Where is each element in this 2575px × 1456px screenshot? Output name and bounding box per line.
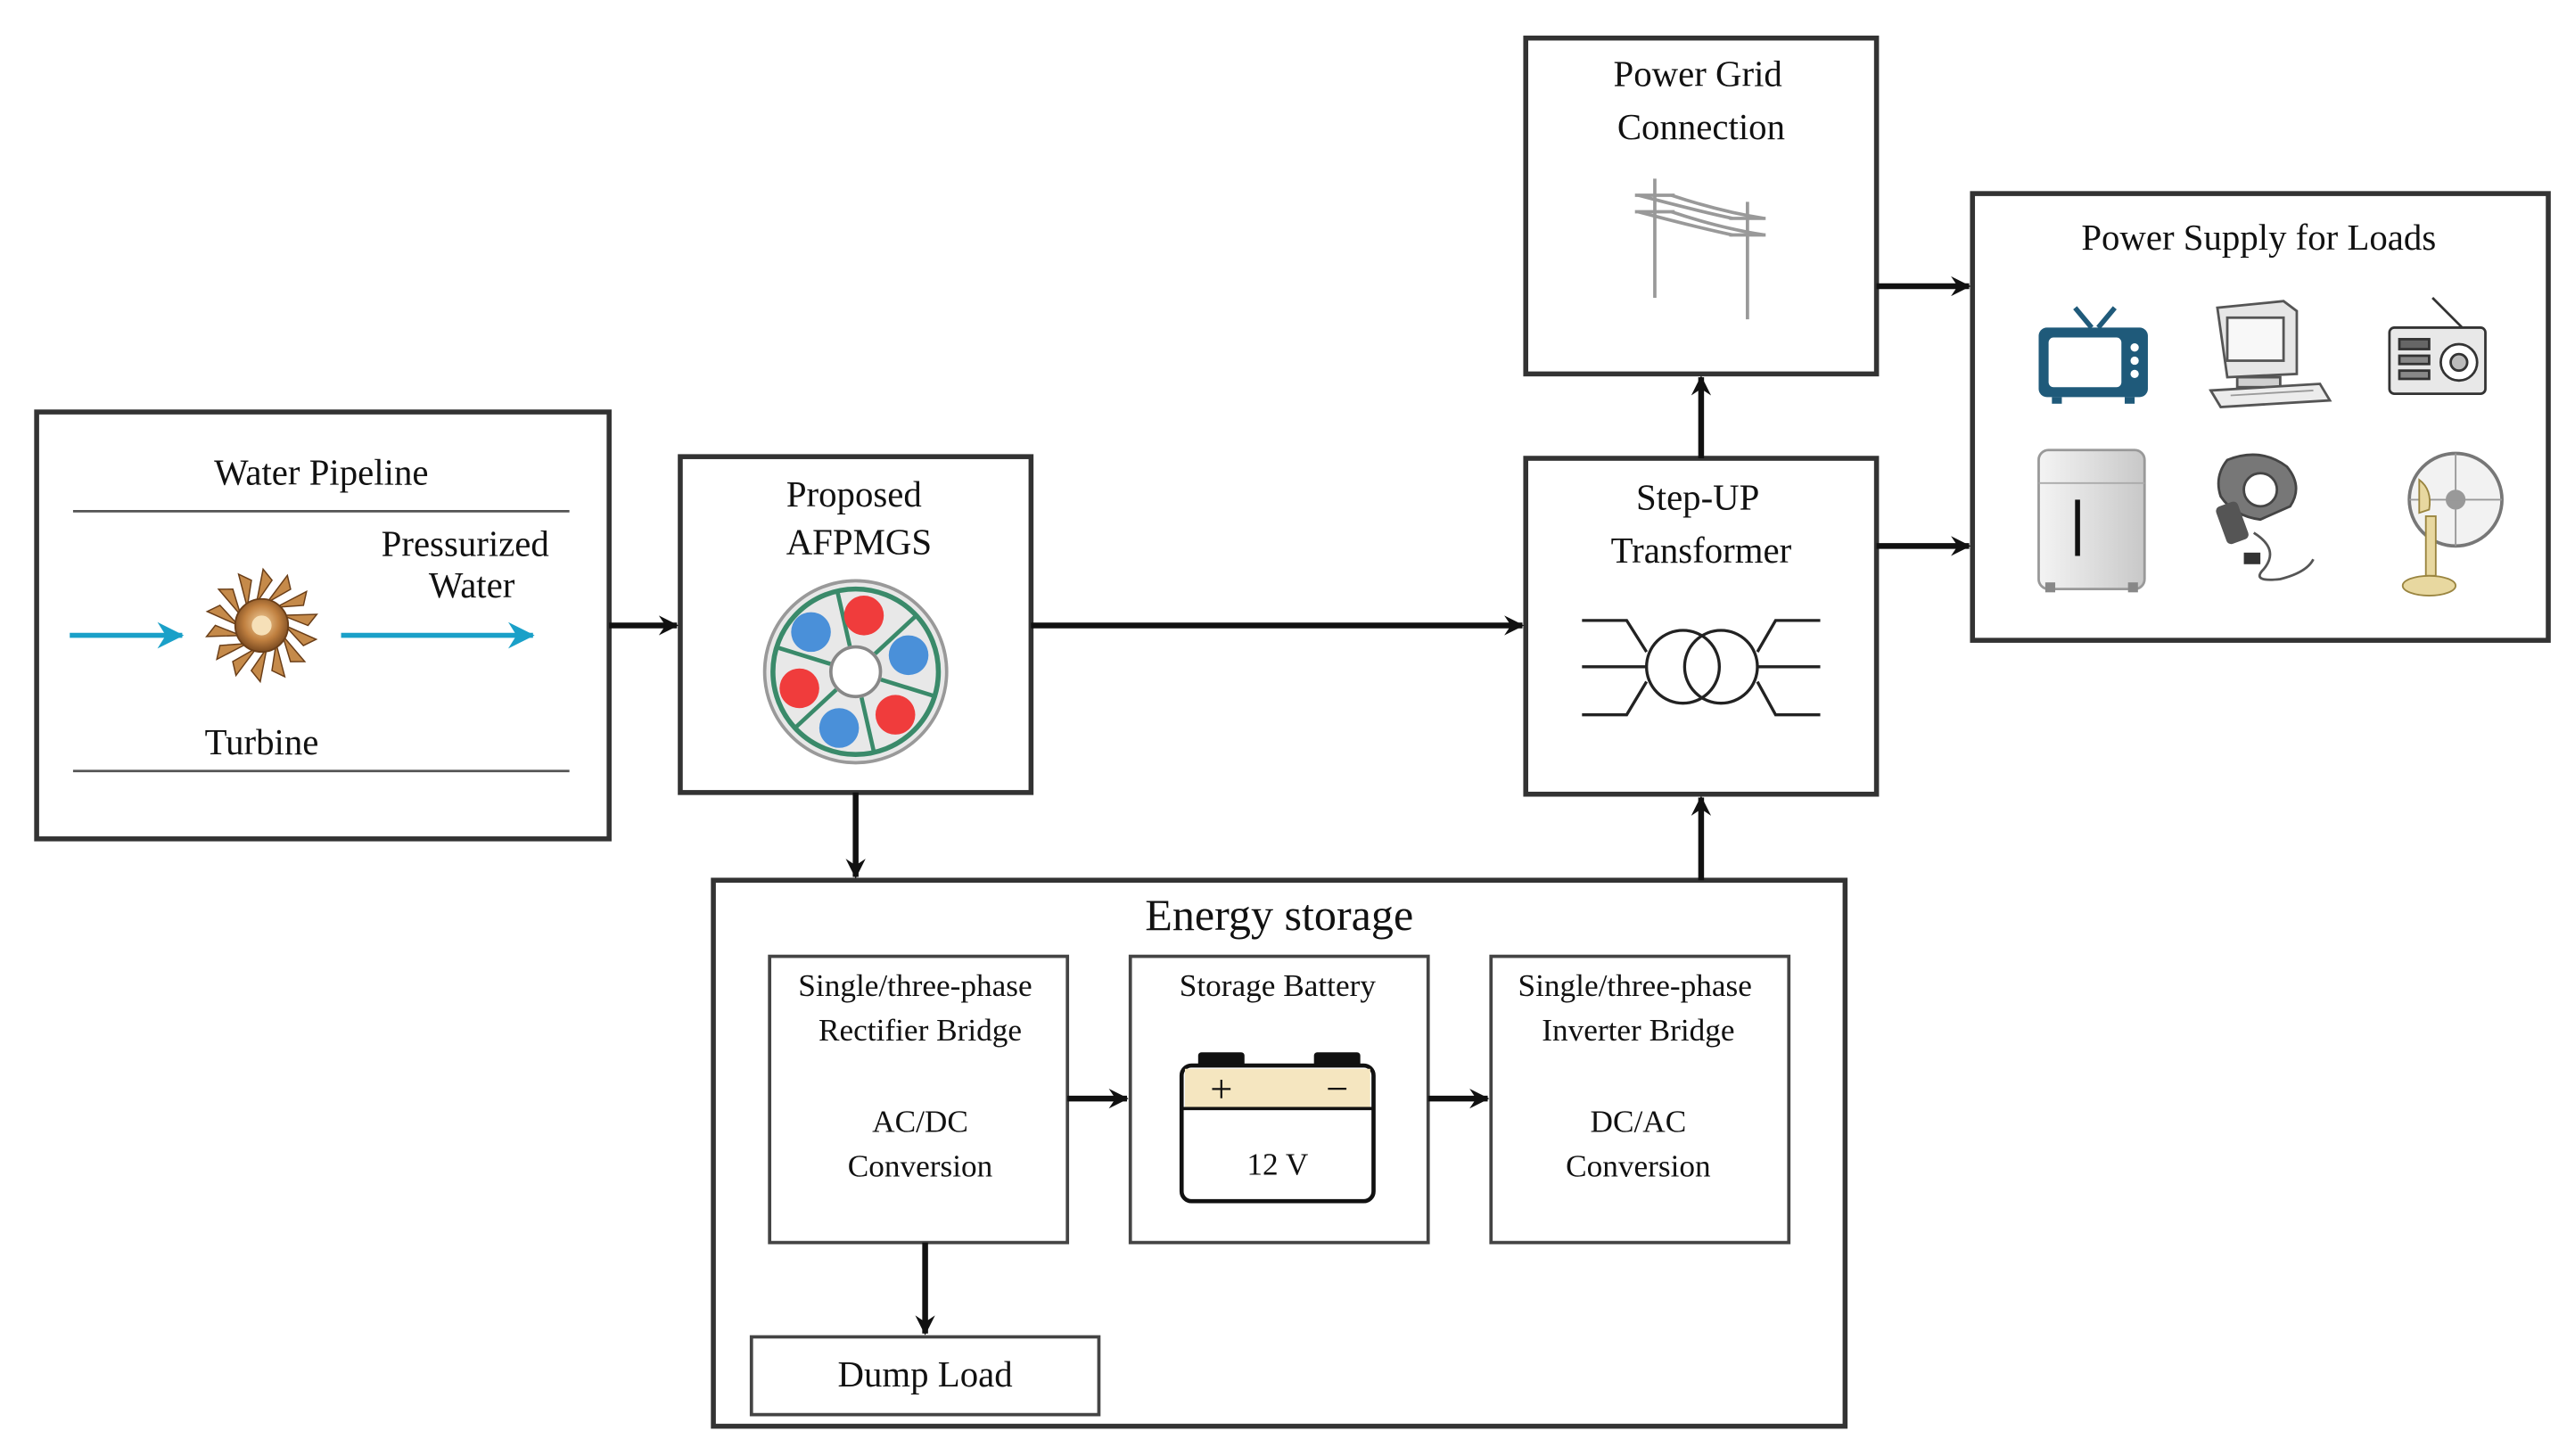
magnet-red	[875, 695, 916, 735]
grid-title-line2: Connection	[1617, 107, 1785, 147]
storage-title: Energy storage	[1145, 890, 1413, 940]
generator-rotor-icon	[762, 579, 949, 765]
inverter-line4: Conversion	[1566, 1148, 1711, 1183]
magnet-blue	[819, 708, 860, 748]
magnet-blue	[888, 635, 929, 676]
energy-storage-box: Energy storage Single/three-phase Rectif…	[711, 877, 1848, 1429]
transformer-box: Step-UP Transformer	[1523, 456, 1880, 797]
rectifier-line1: Single/three-phase	[798, 968, 1032, 1003]
generator-title-line1: Proposed	[786, 474, 922, 514]
magnet-blue	[791, 612, 831, 653]
power-grid-box: Power Grid Connection	[1523, 35, 1880, 377]
inverter-box: Single/three-phase Inverter Bridge DC/AC…	[1489, 954, 1791, 1245]
pipeline-title: Water Pipeline	[214, 453, 428, 493]
radio-icon	[2388, 297, 2487, 396]
turbine-icon	[205, 567, 318, 684]
generator-title-line2: AFPMGS	[786, 522, 932, 563]
rectifier-line2: Rectifier Bridge	[819, 1013, 1022, 1048]
transformer-symbol-icon	[1582, 619, 1821, 717]
magnet-red	[843, 596, 884, 636]
hair-dryer-icon	[2216, 453, 2315, 581]
transformer-title-line2: Transformer	[1611, 531, 1792, 571]
flow-label-line1: Pressurized	[382, 524, 549, 564]
inverter-line2: Inverter Bridge	[1542, 1013, 1734, 1048]
refrigerator-icon	[2037, 448, 2146, 593]
inverter-line3: DC/AC	[1591, 1104, 1687, 1139]
flow-label-line2: Water	[429, 565, 515, 605]
rectifier-box: Single/three-phase Rectifier Bridge AC/D…	[768, 954, 1070, 1245]
loads-box: Power Supply for Loads	[1970, 191, 2551, 643]
computer-icon	[2209, 300, 2332, 408]
turbine-label: Turbine	[205, 722, 319, 762]
rectifier-line4: Conversion	[848, 1148, 993, 1183]
inverter-line1: Single/three-phase	[1518, 968, 1752, 1003]
dump-load-box: Dump Load	[749, 1335, 1101, 1417]
fan-icon	[2401, 451, 2504, 596]
loads-title: Power Supply for Loads	[2081, 218, 2436, 258]
battery-voltage: 12 V	[1246, 1148, 1308, 1182]
transformer-title-line1: Step-UP	[1636, 478, 1759, 518]
battery-minus: −	[1326, 1066, 1348, 1111]
battery-plus: +	[1210, 1066, 1232, 1111]
water-pipeline-box: Water Pipeline Pressurized Water Turbine	[34, 409, 612, 842]
magnet-red	[779, 668, 819, 709]
grid-title-line1: Power Grid	[1614, 53, 1782, 94]
generator-box: Proposed AFPMGS	[678, 454, 1034, 795]
television-icon	[2038, 306, 2148, 404]
battery-icon: + − 12 V	[1179, 1052, 1376, 1204]
battery-title: Storage Battery	[1180, 968, 1377, 1003]
dump-load-label: Dump Load	[838, 1354, 1013, 1394]
power-tower-icon	[1634, 178, 1766, 320]
battery-box: Storage Battery + − 12 V	[1128, 954, 1430, 1245]
rectifier-line3: AC/DC	[872, 1104, 968, 1139]
